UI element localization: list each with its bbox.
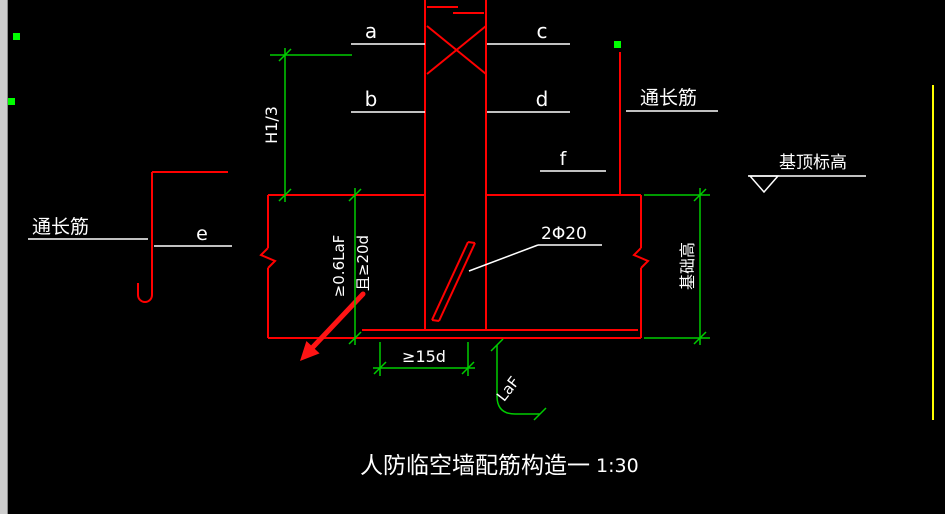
- grip-handle[interactable]: [614, 41, 621, 48]
- elevation-triangle-icon: [748, 175, 780, 194]
- grip-handles[interactable]: [8, 33, 621, 105]
- dim-text-anchor-length: ≥0.6LaF: [330, 235, 348, 298]
- foundation-lines: [259, 194, 650, 339]
- label-through-bar-right: 通长筋: [640, 87, 697, 109]
- dim-text-h1-3: H1/3: [262, 106, 281, 144]
- label-bar-spec: 2Φ20: [541, 224, 587, 244]
- label-point-d: d: [536, 87, 549, 111]
- annotation-arrow: [300, 291, 366, 361]
- dim-text-anchor-length-2: 且≥20d: [354, 235, 372, 291]
- dim-text-15d: ≥15d: [402, 347, 446, 366]
- label-point-b: b: [365, 87, 378, 111]
- wall-rebar-section: [424, 0, 487, 330]
- label-point-e: e: [196, 223, 208, 245]
- dimension-lines: [270, 48, 710, 421]
- label-point-a: a: [365, 19, 377, 43]
- label-point-c: c: [537, 19, 548, 43]
- label-point-f: f: [560, 148, 568, 170]
- label-foundation-top-level: 基顶标高: [779, 153, 847, 173]
- drawing-title: 人防临空墙配筋构造一: [360, 453, 590, 479]
- label-through-bar-left: 通长筋: [32, 216, 89, 238]
- left-scrollbar[interactable]: [0, 0, 8, 514]
- grip-handle[interactable]: [13, 33, 20, 40]
- drawing-scale: 1:30: [596, 455, 639, 477]
- left-rebar-detail: [137, 171, 228, 303]
- diagonal-bars-2phi20: [431, 241, 476, 322]
- dim-text-foundation-height: 基础高: [678, 242, 697, 290]
- grip-handle[interactable]: [8, 98, 15, 105]
- label-leader-lines: [28, 43, 866, 272]
